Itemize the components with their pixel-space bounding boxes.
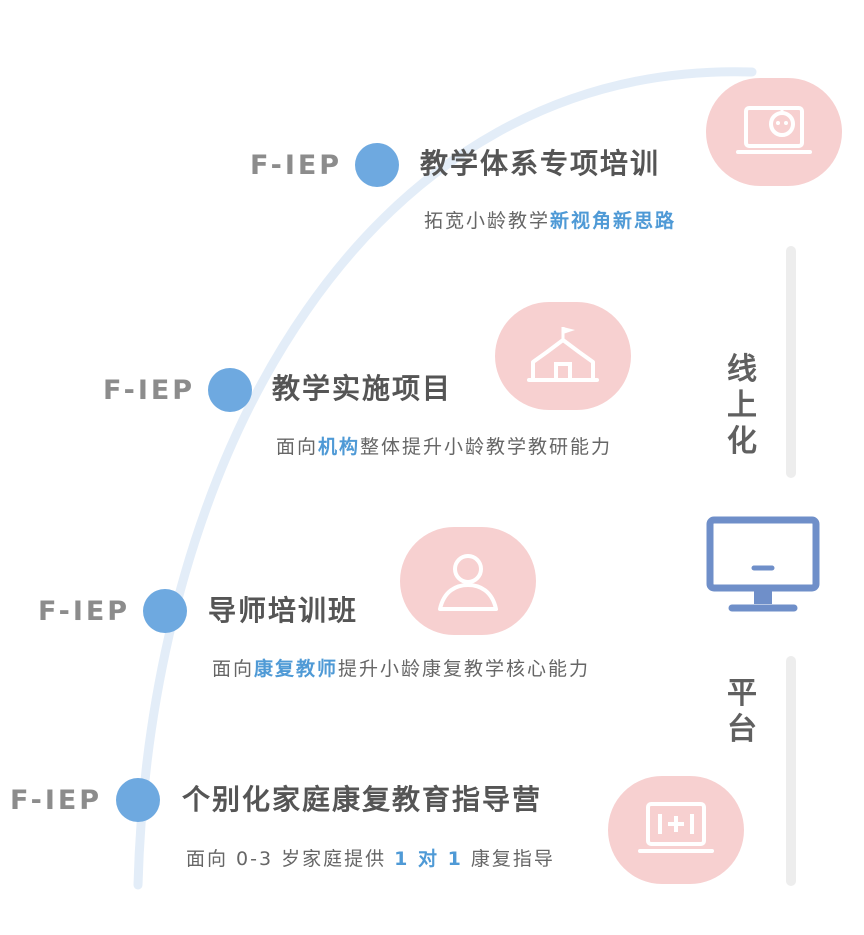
item-tag: F-IEP bbox=[250, 150, 343, 181]
timeline-node bbox=[355, 143, 399, 187]
item-tag: F-IEP bbox=[103, 375, 196, 406]
item-title: 教学实施项目 bbox=[272, 372, 453, 405]
item-tag: F-IEP bbox=[10, 785, 103, 816]
item-subtitle: 拓宽小龄教学新视角新思路 bbox=[424, 210, 677, 232]
item-subtitle: 面向机构整体提升小龄教学教研能力 bbox=[276, 436, 613, 458]
monitor-icon bbox=[706, 516, 820, 612]
item-subtitle: 面向 0-3 岁家庭提供 1 对 1 康复指导 bbox=[186, 848, 555, 870]
side-text-platform: 平 台 bbox=[727, 676, 757, 747]
timeline-node bbox=[208, 368, 252, 412]
person-icon bbox=[400, 527, 536, 635]
school-flag-icon bbox=[495, 302, 631, 410]
timeline-node bbox=[143, 589, 187, 633]
side-text-online: 线 上 化 bbox=[727, 352, 757, 459]
timeline-node bbox=[116, 778, 160, 822]
one-to-one-screen-icon bbox=[608, 776, 744, 884]
item-title: 导师培训班 bbox=[208, 594, 359, 627]
side-bar-top bbox=[786, 246, 796, 478]
item-title: 个别化家庭康复教育指导营 bbox=[182, 783, 543, 816]
side-bar-bottom bbox=[786, 656, 796, 886]
laptop-robot-icon bbox=[706, 78, 842, 186]
item-subtitle: 面向康复教师提升小龄康复教学核心能力 bbox=[212, 658, 591, 680]
item-tag: F-IEP bbox=[38, 596, 131, 627]
item-title: 教学体系专项培训 bbox=[420, 147, 661, 180]
